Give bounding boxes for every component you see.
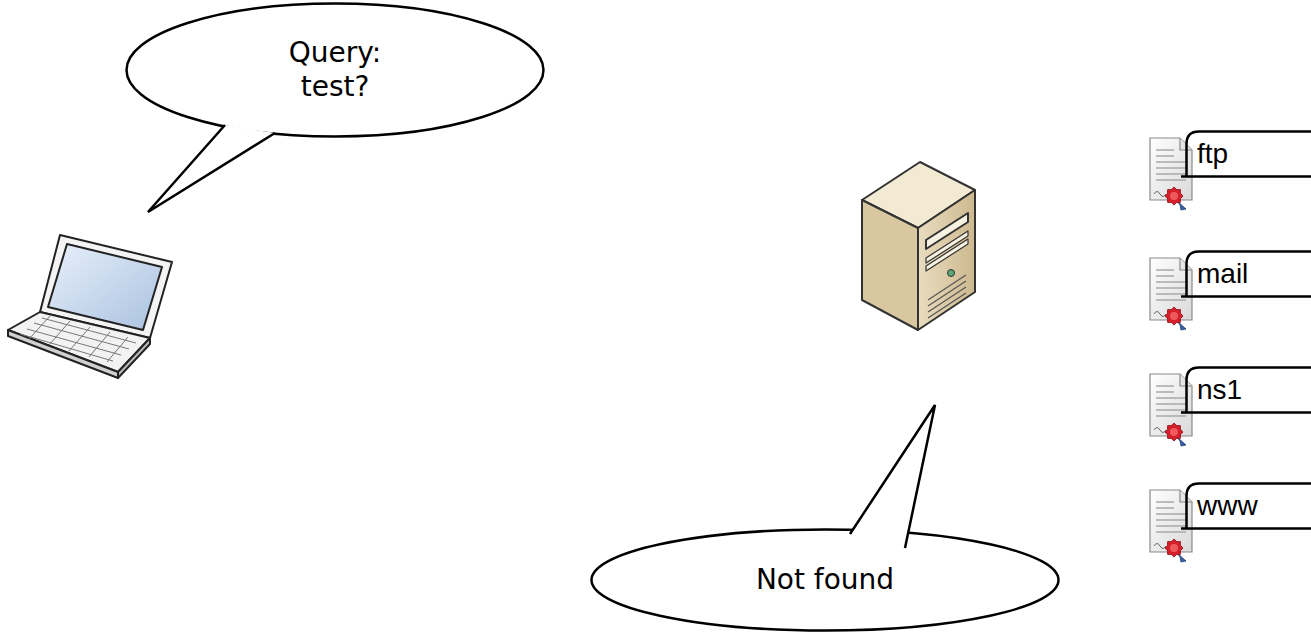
server-icon — [862, 162, 975, 330]
tab-label: mail — [1197, 258, 1248, 290]
record-tab: ftp — [1185, 130, 1311, 178]
bubble-text: Not found — [675, 563, 975, 597]
speech-bubble: Not found — [590, 528, 1060, 632]
record-tab: mail — [1185, 250, 1311, 298]
tab-label: www — [1197, 490, 1258, 522]
record-tab: www — [1185, 482, 1311, 530]
record-tab: ns1 — [1185, 366, 1311, 414]
bubble-text: Query: test? — [260, 36, 410, 104]
tab-label: ftp — [1197, 138, 1228, 170]
speech-bubble: Query: test? — [125, 2, 545, 138]
laptop-icon — [8, 235, 172, 378]
tab-label: ns1 — [1197, 374, 1242, 406]
